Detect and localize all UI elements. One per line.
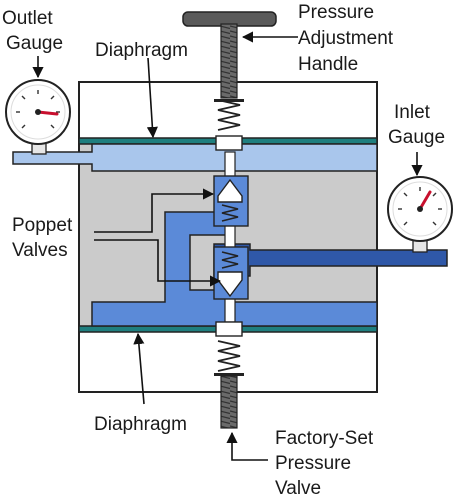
outlet-gauge xyxy=(5,79,71,155)
arrow-diaphragm-top xyxy=(146,57,158,139)
arrow-diaphragm-bottom xyxy=(133,332,145,405)
label-outlet-gauge: Outlet Gauge xyxy=(2,8,63,54)
arrow-factory-valve xyxy=(226,431,268,461)
factory-set-pressure-valve xyxy=(214,321,244,429)
label-inlet-gauge: Inlet Gauge xyxy=(388,102,445,148)
label-pressure-adjustment-handle: Pressure Adjustment Handle xyxy=(298,2,398,75)
inlet-gauge xyxy=(387,176,453,253)
arrow-poppet-upper xyxy=(94,188,215,233)
label-diaphragm-bottom: Diaphragm xyxy=(94,414,187,435)
inlet-gauge-needle xyxy=(418,190,432,211)
low-pressure-chamber xyxy=(12,143,378,172)
outlet-gauge-needle xyxy=(36,110,59,116)
poppet-valve-lower xyxy=(213,246,249,300)
arrow-poppet-lower xyxy=(94,239,222,287)
poppet-valve-upper xyxy=(213,175,249,227)
label-diaphragm-top: Diaphragm xyxy=(95,40,188,61)
pressure-adjustment-handle xyxy=(182,11,277,151)
label-factory-set-pressure-valve: Factory-Set Pressure Valve xyxy=(275,428,378,499)
label-poppet-valves: Poppet Valves xyxy=(12,215,78,261)
